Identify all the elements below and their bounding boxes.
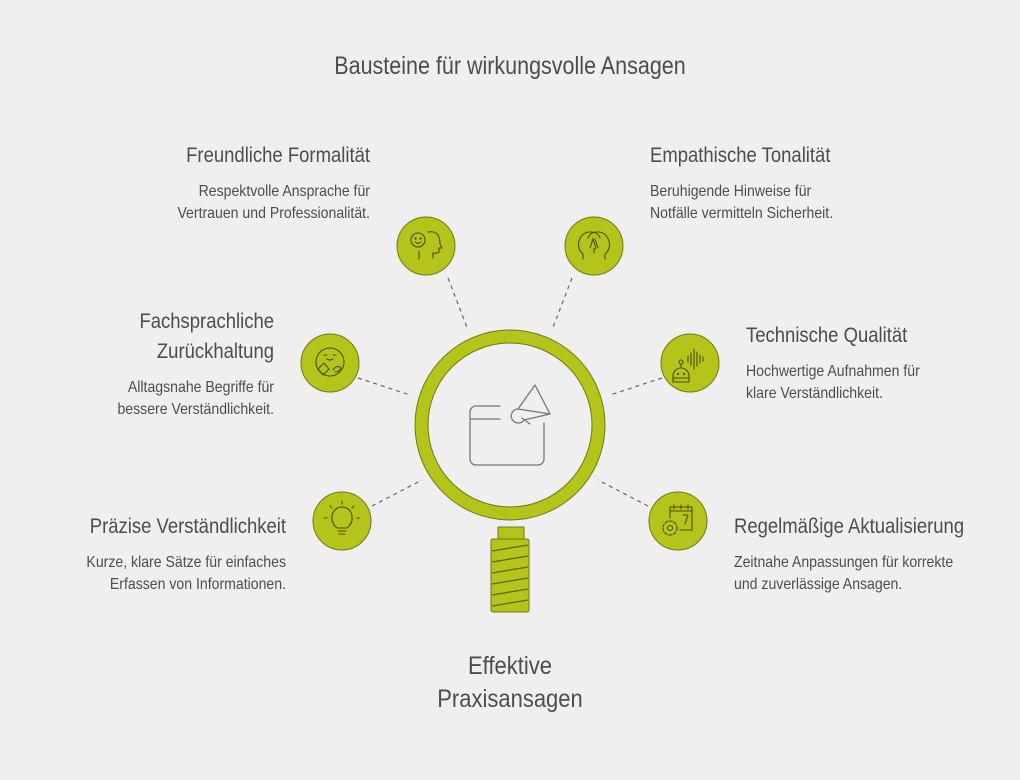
- item-praezise-verstaendlichkeit: Präzise Verständlichkeit Kurze, klare Sä…: [0, 512, 286, 596]
- item-empathische-tonalitaet: Empathische Tonalität Beruhigende Hinwei…: [650, 141, 950, 225]
- item-regelmaessige-aktualisierung: Regelmäßige Aktualisierung Zeitnahe Anpa…: [734, 512, 1020, 596]
- diagram-title: Bausteine für wirkungsvolle Ansagen: [334, 52, 686, 80]
- icon-circle-praezise-verstaendlichkeit: [312, 491, 372, 551]
- item-description-line2: bessere Verständlichkeit.: [117, 401, 274, 418]
- icon-circle-technische-qualitaet: [660, 333, 720, 393]
- center-label-line1: Effektive: [468, 652, 552, 680]
- item-technische-qualitaet: Technische Qualität Hochwertige Aufnahme…: [746, 321, 1020, 405]
- icon-circle-empathische-tonalitaet: [564, 216, 624, 276]
- item-title: Präzise Verständlichkeit: [89, 515, 287, 538]
- item-description-line2: klare Verständlichkeit.: [746, 385, 883, 402]
- item-description-line1: Respektvolle Ansprache für: [198, 183, 370, 200]
- item-description-line2: und zuverlässige Ansagen.: [734, 576, 903, 593]
- item-description-line1: Kurze, klare Sätze für einfaches: [86, 554, 287, 571]
- item-description-line2: Notfälle vermitteln Sicherheit.: [650, 205, 834, 222]
- item-description-line1: Hochwertige Aufnahmen für: [746, 363, 920, 380]
- robot-soundwave-icon: [672, 348, 704, 383]
- magnifier-ring: [414, 329, 606, 521]
- center-label: Effektive Praxisansagen: [378, 650, 642, 716]
- icon-circle-regelmaessige-aktualisierung: [648, 491, 708, 551]
- lightbulb-icon: [323, 500, 361, 535]
- center-label-line2: Praxisansagen: [437, 685, 583, 713]
- magnifier-handle: [490, 526, 530, 613]
- item-title: Technische Qualität: [746, 324, 908, 347]
- item-title: Regelmäßige Aktualisierung: [734, 515, 965, 538]
- icon-circle-fachsprachliche-zurueckhaltung: [300, 333, 360, 393]
- smiling-head-icon: [410, 231, 443, 260]
- window-megaphone-icon: [469, 384, 551, 466]
- item-description-line1: Alltagsnahe Begriffe für: [127, 379, 274, 396]
- gear-calendar-icon: [662, 504, 693, 536]
- item-title-line1: Fachsprachliche: [139, 310, 274, 333]
- item-description-line1: Beruhigende Hinweise für: [650, 183, 812, 200]
- item-title: Freundliche Formalität: [186, 144, 370, 167]
- reading-person-icon: [315, 347, 345, 377]
- item-fachsprachliche-zurueckhaltung: Fachsprachliche Zurückhaltung Alltagsnah…: [0, 307, 274, 421]
- item-description-line1: Zeitnahe Anpassungen für korrekte: [734, 554, 954, 571]
- item-description-line2: Erfassen von Informationen.: [109, 576, 286, 593]
- two-heads-icon: [577, 231, 611, 260]
- connector-lines: [357, 277, 663, 507]
- icon-circle-freundliche-formalitaet: [396, 216, 456, 276]
- item-freundliche-formalitaet: Freundliche Formalität Respektvolle Ansp…: [70, 141, 370, 225]
- item-description-line2: Vertrauen und Professionalität.: [177, 205, 370, 222]
- item-title-line2: Zurückhaltung: [156, 340, 274, 363]
- item-title: Empathische Tonalität: [650, 144, 831, 167]
